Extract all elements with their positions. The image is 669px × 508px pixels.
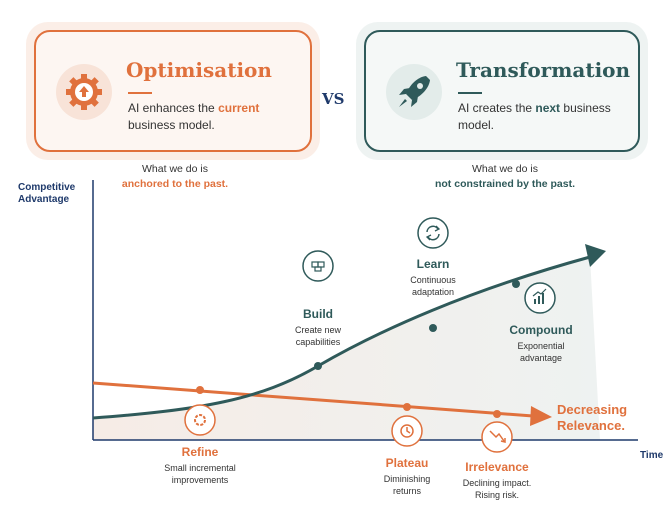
right-caption: What we do is not constrained by the pas… (420, 162, 590, 192)
transformation-description: AI creates the next business model. (458, 101, 611, 132)
optimisation-accent: current (218, 101, 260, 115)
left-caption-emphasis: anchored to the past. (121, 178, 229, 190)
optimisation-card: Optimisation AI enhances the current bus… (34, 30, 312, 152)
transformation-accent: next (535, 101, 561, 115)
compound-dot (512, 280, 520, 288)
optimisation-description: AI enhances the current business model. (128, 101, 260, 132)
build-blocks-icon (302, 250, 334, 282)
learn-dot (429, 324, 437, 332)
refine-gear-icon (184, 404, 216, 436)
learn-refresh-icon (417, 217, 449, 249)
decline-arrowhead (530, 406, 552, 426)
refine-dot (196, 386, 204, 394)
left-caption: What we do is anchored to the past. (110, 162, 240, 192)
irrelevance-trend-down-icon (481, 421, 513, 453)
vs-label: VS (322, 90, 345, 108)
transformation-rule (458, 92, 482, 94)
right-caption-emphasis: not constrained by the past. (434, 178, 576, 190)
decline-line (92, 381, 534, 418)
growth-arrowhead (585, 244, 606, 267)
plateau-dot (403, 403, 411, 411)
irrelevance-dot (493, 410, 501, 418)
compound-chart-up-icon (524, 282, 556, 314)
transformation-card: Transformation AI creates the next busin… (364, 30, 640, 152)
plateau-clock-icon (391, 415, 423, 447)
build-dot (314, 362, 322, 370)
growth-area (93, 257, 600, 440)
irrelevance-label: Irrelevance Declining impact.Rising risk… (462, 460, 532, 500)
x-axis-label: Time (640, 450, 664, 461)
upload-gear-icon (56, 64, 112, 120)
rocket-icon (386, 64, 442, 120)
optimisation-title: Optimisation (126, 58, 272, 82)
optimisation-rule (128, 92, 152, 94)
transformation-title: Transformation (456, 58, 631, 82)
